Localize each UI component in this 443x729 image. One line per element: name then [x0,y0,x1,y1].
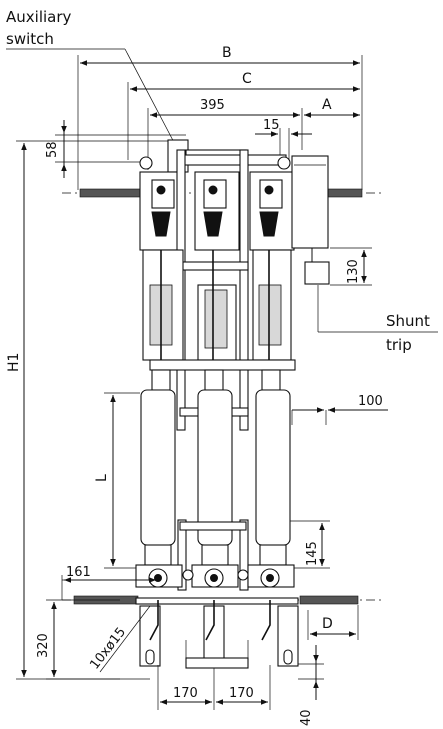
left-top-busbar [79,188,141,198]
dim-320-label: 320 [36,633,51,658]
pole-head-right [249,156,295,251]
interrupter-left [140,369,176,566]
dim-58-label: 58 [45,141,60,158]
interrupter-right [255,369,291,566]
auxiliary-switch-label-line1: Auxiliary [6,8,72,26]
pole-body-middle [197,250,237,380]
lower-terminal-left [135,564,183,588]
dim-H1-label: H1 [6,353,22,372]
dim-100-label: 100 [358,394,383,409]
dim-170b-label: 170 [229,686,254,701]
dim-A-label: A [322,97,332,113]
shunt-trip-label-line2: trip [386,336,412,354]
dim-C-label: C [242,71,252,87]
bottom-base-plate [185,657,249,669]
pole-head-middle [194,171,240,251]
dim-B-label: B [222,45,232,61]
pole-body-left [142,249,184,380]
dim-161-label: 161 [66,565,91,580]
dim-hole-label: 10xø15 [87,625,129,673]
right-bottom-busbar [299,595,359,605]
right-top-busbar [327,188,363,198]
interrupter-middle [197,369,233,566]
dim-395-label: 395 [200,98,225,113]
lower-terminal-middle [191,564,239,588]
fixing-foot-right [277,605,299,667]
shunt-trip-coil [304,261,330,285]
dim-145-label: 145 [305,541,320,566]
dim-15-label: 15 [263,118,280,133]
frame-rail-right [239,149,249,431]
dim-130-label: 130 [346,259,361,284]
shunt-trip-label-line1: Shunt [386,312,430,330]
dim-L-label: L [94,474,110,482]
dim-170a-label: 170 [173,686,198,701]
lower-terminal-right [247,564,295,588]
dim-D-label: D [322,616,333,632]
auxiliary-switch-leader [124,48,179,151]
pole-body-right [252,249,292,380]
dim-40-label: 40 [299,709,314,726]
shunt-trip-box [291,155,329,249]
auxiliary-switch-label-line2: switch [6,30,54,48]
